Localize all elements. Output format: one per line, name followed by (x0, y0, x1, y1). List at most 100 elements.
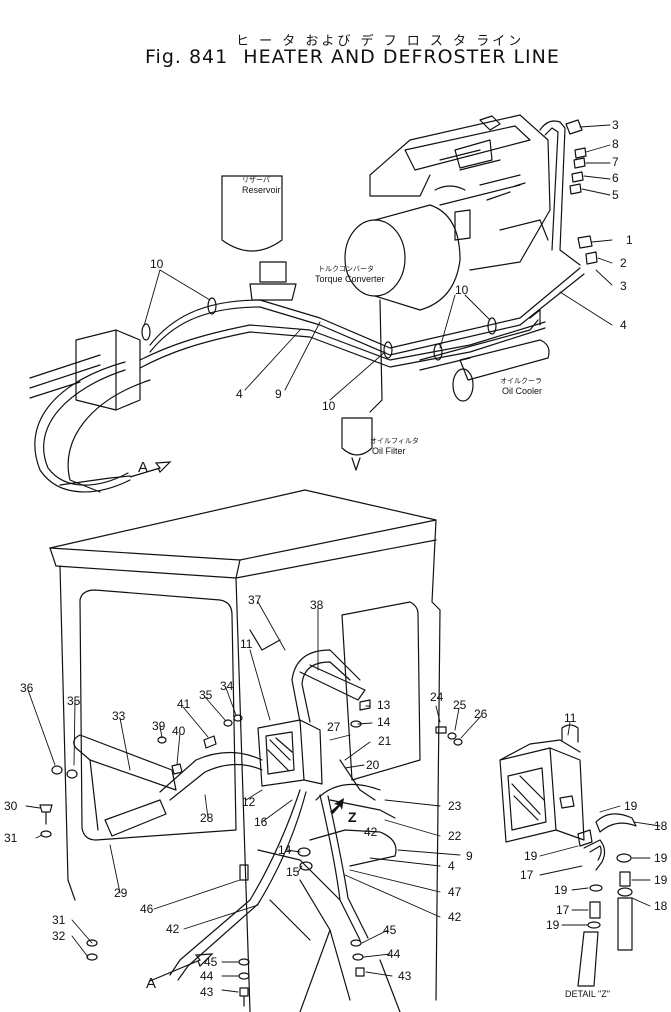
part-callout: 47 (448, 885, 462, 899)
part-callout: 3 (620, 279, 627, 293)
part-callout: 43 (398, 969, 412, 983)
part-callout: 14 (278, 843, 292, 857)
part-callout: 24 (430, 690, 444, 704)
part-callout: 38 (310, 598, 324, 612)
hose-clamps (141, 297, 497, 361)
oil-filter-caption-jp: オイルフィルタ (370, 436, 419, 445)
part-callout: 4 (448, 859, 455, 873)
oil-cooler-drawing (419, 309, 550, 402)
part-callout: 2 (620, 256, 627, 270)
fittings-drawing (565, 119, 598, 265)
part-callout: 9 (275, 387, 282, 401)
part-callout: 31 (4, 831, 18, 845)
oil-cooler-caption: Oil Cooler (502, 386, 542, 396)
part-callout: 8 (612, 137, 619, 151)
part-callout: 31 (52, 913, 66, 927)
figure-title-english: HEATER AND DEFROSTER LINE (243, 46, 560, 68)
manifold-drawing (29, 329, 141, 411)
torque-converter-caption-jp: トルクコンバータ (318, 264, 374, 273)
engine-drawing (369, 114, 551, 271)
part-callout: 37 (248, 593, 262, 607)
part-callout: 10 (322, 399, 336, 413)
part-callout: 11 (240, 637, 253, 651)
part-callout: 13 (377, 698, 391, 712)
figure-title-japanese: ヒ ー タ および デ フ ロ ス タ ライン (236, 34, 525, 49)
part-callout: 11 (564, 711, 577, 725)
part-callout: 10 (455, 283, 469, 297)
torque-converter-caption: Torque Converter (315, 274, 385, 284)
part-callout: 20 (366, 758, 380, 772)
part-callout: 29 (114, 886, 128, 900)
reservoir-drawing (221, 175, 297, 301)
part-callout: 44 (200, 969, 214, 983)
part-callout: 10 (150, 257, 164, 271)
oil-cooler-caption-jp: オイルクーラ (500, 377, 542, 385)
part-callout: 12 (242, 795, 256, 809)
part-callout: 6 (612, 171, 619, 185)
part-callout: 14 (377, 715, 391, 729)
part-callout: 9 (466, 849, 473, 863)
defroster-duct-drawing (73, 649, 366, 837)
part-callout: 23 (448, 799, 462, 813)
view-marker-z: Z (348, 809, 357, 825)
part-callout: 19 (654, 873, 668, 887)
part-callout: 19 (554, 883, 568, 897)
part-callout: 44 (387, 947, 401, 961)
part-callout: 45 (204, 955, 218, 969)
cab-drawing (49, 489, 441, 1012)
part-callout: 35 (67, 694, 81, 708)
figure-title: Fig. 841 HEATER AND DEFROSTER LINE (145, 46, 568, 68)
part-callout: 45 (383, 923, 397, 937)
oil-filter-caption: Oil Filter (372, 446, 406, 456)
part-callout: 19 (524, 849, 538, 863)
leader-lines (25, 124, 661, 993)
detail-z-heater-drawing (499, 724, 637, 987)
part-callout: 40 (172, 724, 186, 738)
component-captions: リザーバ Reservoir トルクコンバータ Torque Converter… (242, 176, 610, 999)
part-callout: 19 (654, 851, 668, 865)
part-callout: 15 (286, 865, 300, 879)
part-callout: 17 (556, 903, 570, 917)
part-callout: 19 (546, 918, 560, 932)
view-marker-a-upper: A (138, 459, 148, 476)
view-markers: A A Z (138, 459, 357, 992)
part-callout: 43 (200, 985, 214, 999)
part-callout: 42 (166, 922, 180, 936)
cab-heater-drawing (257, 719, 323, 787)
part-callout: 30 (4, 799, 18, 813)
part-callout: 18 (654, 819, 668, 833)
part-callout: 27 (327, 720, 341, 734)
part-callout: 46 (140, 902, 154, 916)
part-callout: 36 (20, 681, 34, 695)
part-callout: 4 (236, 387, 243, 401)
part-callout: 16 (254, 815, 268, 829)
part-callout: 21 (378, 734, 392, 748)
view-arrows (129, 461, 344, 982)
view-marker-a-lower: A (146, 975, 156, 992)
part-callout: 17 (520, 868, 534, 882)
torque-converter-drawing (344, 204, 461, 311)
part-callout: 34 (220, 679, 234, 693)
figure-number: Fig. 841 (145, 46, 229, 68)
detail-z-caption: DETAIL "Z" (565, 989, 610, 999)
reservoir-caption: Reservoir (242, 185, 281, 195)
reservoir-caption-jp: リザーバ (242, 176, 270, 184)
part-callout: 25 (453, 698, 467, 712)
part-callout: 1 (626, 233, 633, 247)
oil-filter-drawing (341, 299, 383, 471)
part-callout: 22 (448, 829, 462, 843)
part-callout: 18 (654, 899, 668, 913)
part-callout: 7 (612, 155, 619, 169)
part-callout: 5 (612, 188, 619, 202)
part-callout: 32 (52, 929, 66, 943)
part-callout: 19 (624, 799, 638, 813)
part-callout: 41 (177, 697, 191, 711)
part-callout: 42 (448, 910, 462, 924)
part-callout: 28 (200, 811, 214, 825)
part-callout: 39 (152, 719, 166, 733)
part-callout: 26 (474, 707, 488, 721)
part-callout: 33 (112, 709, 126, 723)
part-callout: 4 (620, 318, 627, 332)
